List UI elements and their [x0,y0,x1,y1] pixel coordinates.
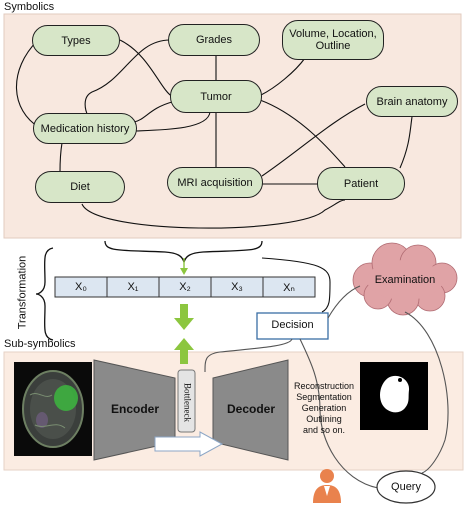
vector-cell-x0: X₀ [75,281,87,293]
edge-medication-mri [133,111,211,132]
node-volume-location-outline: Volume, Location, Outline [282,20,384,60]
edge-medication-diet [59,142,63,173]
person-icon [313,469,341,503]
edge-mri-brain [261,103,366,177]
bottleneck-block [177,369,196,433]
transformation-label: Transformation [16,255,29,330]
node-diet: Diet [35,171,125,203]
examination-label: Examination [374,274,436,286]
sub-symbolics-label: Sub-symbolics [4,338,76,350]
symbolics-label: Symbolics [4,1,55,13]
graph-edges [16,39,413,229]
line-brace-to-decision [261,257,331,313]
node-mri-acquisition: MRI acquisition [167,167,263,198]
output-and-so-on: and so on. [302,425,346,435]
green-arrows [174,258,194,364]
node-tumor: Tumor [170,80,262,113]
decoder-label: Decoder [226,402,276,416]
decoder-block [212,359,289,461]
vector-cell-x3: X₃ [231,281,243,293]
edge-diet-patient [81,199,346,229]
node-grades: Grades [168,24,260,56]
transformation-bracket [35,247,54,341]
edge-grades-medication [84,39,171,117]
examination-cloud [352,242,458,316]
vector-box [54,276,316,298]
edge-types-tumor [119,39,174,98]
line-examination-to-decision [327,285,361,319]
edge-patient-brain [399,116,413,169]
edge-types-medication [16,39,41,129]
segmentation-output-image [360,362,428,430]
edge-tumor-patient [259,99,346,168]
decision-box [256,312,329,340]
vector-cell-x1: X₁ [127,281,139,293]
output-reconstruction: Reconstruction [293,381,355,391]
edge-tumor-medication [133,101,173,123]
line-examination-to-query [404,311,449,474]
decision-label: Decision [271,319,314,331]
node-types: Types [32,25,120,56]
output-list: Reconstruction Segmentation Generation O… [290,381,358,436]
vector-dividers [106,277,264,297]
flow-arrow [154,431,224,457]
vector-cell-x2: X₂ [179,281,191,293]
line-decision-to-network [204,338,293,373]
vector-cell-xn: Xₙ [283,281,295,294]
edge-volume-tumor [260,57,306,96]
brain-mri-image [14,362,92,456]
node-medication-history: Medication history [33,113,137,144]
line-query-to-decision [299,338,379,489]
bottleneck-label: Bottleneck [182,383,193,422]
node-patient: Patient [317,167,405,200]
node-brain-anatomy: Brain anatomy [366,86,458,117]
output-segmentation: Segmentation [296,392,352,402]
encoder-label: Encoder [110,402,159,416]
query-label: Query [391,481,421,493]
query-ellipse [376,470,436,504]
output-outlining: Outlining [306,414,342,424]
output-generation: Generation [301,403,347,413]
